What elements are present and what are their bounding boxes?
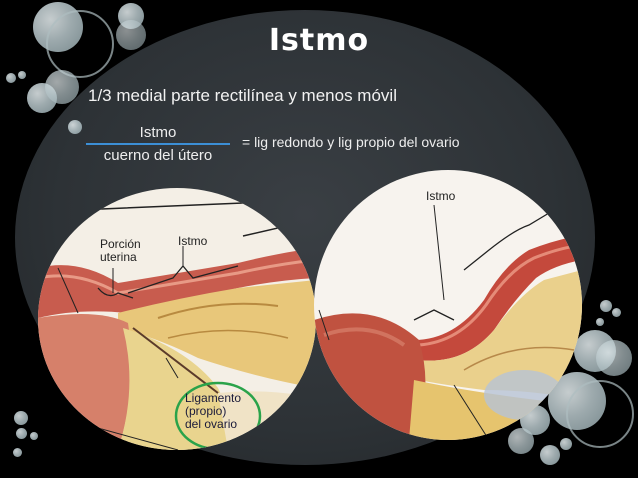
decorative-bubble xyxy=(68,120,82,134)
subtitle-line: 1/3 medial parte rectilínea y menos móvi… xyxy=(88,86,397,105)
decorative-bubble xyxy=(596,340,632,376)
label-istmo-right: Istmo xyxy=(426,189,456,203)
label-porcion-uterina: Porción uterina xyxy=(100,237,141,264)
decorative-ring xyxy=(46,10,114,78)
decorative-bubble xyxy=(560,438,572,450)
decorative-bubble xyxy=(13,448,22,457)
label-ligamento: Ligamento (propio) del ovario xyxy=(185,391,242,431)
right-anatomy-image: Istmo xyxy=(314,170,582,440)
decorative-bubble xyxy=(612,308,621,317)
decorative-bubble xyxy=(6,73,16,83)
decorative-bubble xyxy=(45,70,79,104)
decorative-bubble xyxy=(14,411,28,425)
decorative-bubble xyxy=(16,428,27,439)
decorative-bubble xyxy=(600,300,612,312)
fraction-bar xyxy=(86,143,230,145)
left-anatomy-image: Porción uterina Istmo Ligamento (propio)… xyxy=(38,188,316,450)
equation-text: = lig redondo y lig propio del ovario xyxy=(242,134,460,150)
right-anatomy-illustration xyxy=(314,170,582,440)
decorative-bubble xyxy=(30,432,38,440)
decorative-bubble xyxy=(540,445,560,465)
decorative-bubble xyxy=(18,71,26,79)
label-istmo-left: Istmo xyxy=(178,234,208,248)
left-anatomy-illustration xyxy=(38,188,316,450)
decorative-bubble xyxy=(596,318,604,326)
fraction-numerator: Istmo xyxy=(139,124,177,141)
slide-title: Istmo xyxy=(268,23,370,58)
fraction: Istmo cuerno del útero xyxy=(86,124,230,165)
decorative-bubble xyxy=(116,20,146,50)
fraction-denominator: cuerno del útero xyxy=(103,147,213,164)
